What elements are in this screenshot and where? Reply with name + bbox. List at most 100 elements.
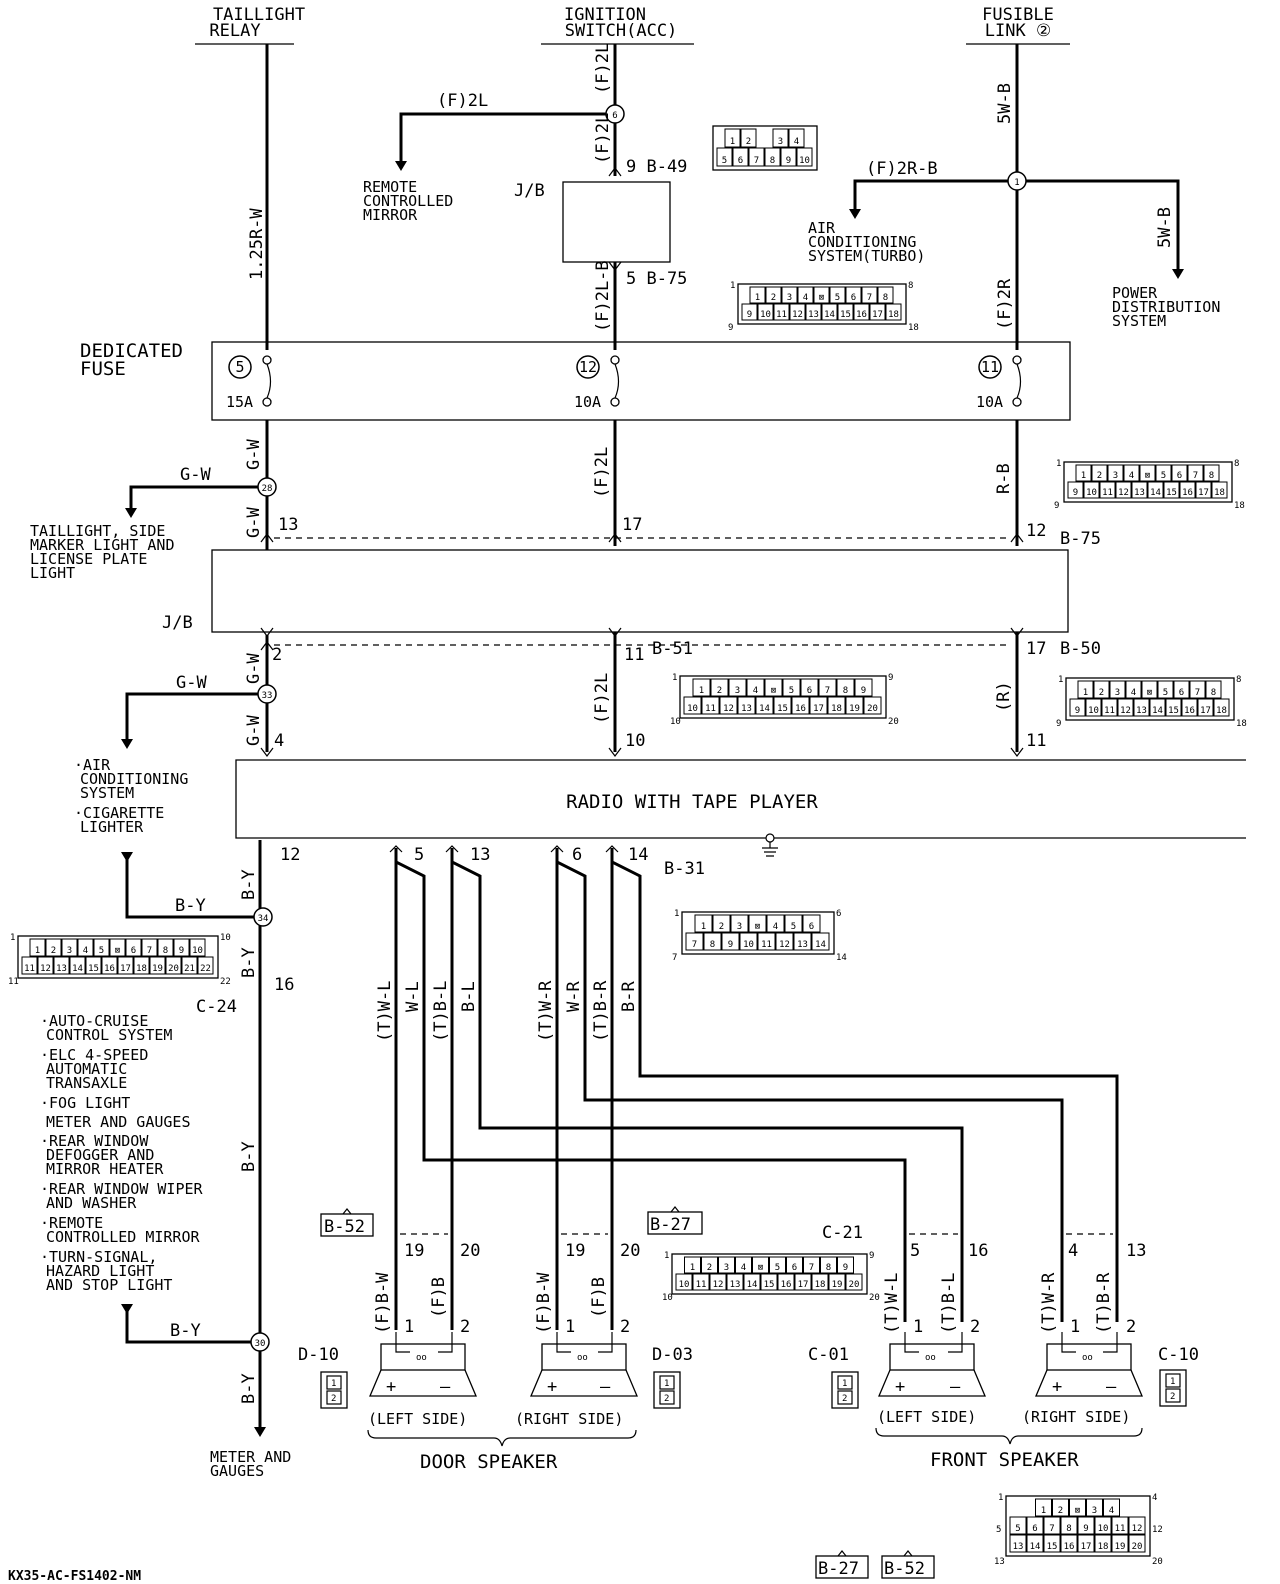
connector-pin-label: 10 <box>679 1280 690 1290</box>
connector-pin-label: 4 <box>83 946 88 956</box>
connector-pin-label: 10 <box>743 940 754 950</box>
connector-pin-label: 5 <box>722 156 727 166</box>
connector-pin <box>735 1256 752 1274</box>
svg-text:(T)B-L: (T)B-L <box>431 981 451 1042</box>
svg-text:LIGHTER: LIGHTER <box>80 818 144 836</box>
connector-pin <box>803 1256 820 1274</box>
connector-pin-label: 5 <box>775 1263 780 1273</box>
connector-body <box>681 911 835 955</box>
connector-pin-label: ⊠ <box>819 293 824 303</box>
connector-pin-label: 9 <box>1075 706 1080 716</box>
connector-pin <box>786 1256 803 1274</box>
connector-corner-label: 20 <box>869 1293 880 1303</box>
connector-pin-label: 4 <box>794 137 799 147</box>
source-label-line1: IGNITION <box>564 5 646 25</box>
wires <box>121 44 1184 1437</box>
connector-pin <box>752 1256 769 1274</box>
connector-body <box>17 935 219 979</box>
svg-text:MIRROR: MIRROR <box>363 206 418 224</box>
connector-pin <box>1147 481 1164 499</box>
svg-text:B-51: B-51 <box>652 639 693 659</box>
connector-pin <box>845 696 864 715</box>
connector-pin-label: 17 <box>1200 706 1211 716</box>
connector-body <box>737 283 907 325</box>
connector-pin-label: 2 <box>771 293 776 303</box>
connector-pin <box>797 286 814 304</box>
connector-pin <box>730 914 749 933</box>
svg-text:(F)2L: (F)2L <box>592 673 612 724</box>
connector-pin <box>724 128 741 148</box>
connector-pin <box>1203 464 1220 482</box>
connector-corner-label: 18 <box>1236 719 1247 729</box>
connector-body <box>1065 677 1235 721</box>
svg-text:(T)W-R: (T)W-R <box>536 980 556 1042</box>
connector-pin <box>1125 680 1142 699</box>
connector-corner-label: 1 <box>1058 675 1063 685</box>
connector-pin <box>684 1256 701 1274</box>
connector-pin <box>675 1273 693 1291</box>
svg-text:·REMOTE: ·REMOTE <box>40 1214 103 1232</box>
connector-pin-label: 17 <box>1081 1542 1092 1552</box>
svg-text:·AIR: ·AIR <box>74 756 111 774</box>
connector-pin-label: 11 <box>776 310 787 320</box>
connector-pin <box>1195 481 1212 499</box>
svg-text:B-Y: B-Y <box>239 1141 259 1172</box>
connector-pin <box>1189 680 1206 699</box>
connector-pin-label: ⊠ <box>758 1263 763 1273</box>
connector-pin-label: 4 <box>753 686 758 696</box>
connector-pin <box>165 956 182 975</box>
connector-pin-label: 8 <box>843 686 848 696</box>
connector-pin-label: 3 <box>1115 688 1120 698</box>
connector-pin <box>869 303 886 321</box>
connector-pin <box>1117 698 1134 717</box>
connector-pin-label: 8 <box>1066 1524 1071 1534</box>
svg-text:(R): (R) <box>994 681 1014 712</box>
svg-text:(T)W-R: (T)W-R <box>1039 1272 1059 1334</box>
svg-text:—: — <box>1106 1377 1117 1397</box>
connector-pin <box>701 696 720 715</box>
connector-pin <box>29 938 46 957</box>
dest-remote-mirror: REMOTE CONTROLLED MIRROR <box>363 178 453 224</box>
svg-text:1: 1 <box>331 1379 336 1389</box>
svg-text:5: 5 <box>910 1241 920 1261</box>
svg-text:13: 13 <box>278 515 298 535</box>
connector-pin-label: 15 <box>1166 488 1177 498</box>
connector-pin-label: 14 <box>759 704 770 714</box>
connector-pin-label: 9 <box>728 940 733 950</box>
connector-pin-label: 9 <box>1083 1524 1088 1534</box>
connector-pin-label: 17 <box>120 964 131 974</box>
connector-pin <box>818 678 837 697</box>
connector-pin-label: 14 <box>815 940 826 950</box>
connector-pin <box>737 696 756 715</box>
svg-text:6: 6 <box>572 845 582 865</box>
connector-pin-label: 4 <box>803 293 808 303</box>
connector-corner-label: 9 <box>1054 501 1059 511</box>
connector-pin-label: 6 <box>851 293 856 303</box>
connector-pin <box>845 1273 863 1291</box>
connector-pin <box>133 956 150 975</box>
connector-pin-label: 9 <box>179 946 184 956</box>
connector-pin <box>811 932 830 951</box>
svg-text:2: 2 <box>331 1394 336 1404</box>
connector-pin-label: 15 <box>840 310 851 320</box>
svg-text:AND WASHER: AND WASHER <box>46 1194 137 1212</box>
connector-pin-label: 2 <box>746 137 751 147</box>
connector-pin <box>1163 481 1180 499</box>
connector-pin <box>718 1256 735 1274</box>
svg-text:2: 2 <box>970 1317 980 1337</box>
svg-text:·REAR WINDOW: ·REAR WINDOW <box>40 1132 149 1150</box>
svg-text:10A: 10A <box>976 393 1003 411</box>
connector-pin-label: 12 <box>1118 488 1129 498</box>
connector-pin-label: 1 <box>730 137 735 147</box>
svg-text:G-W: G-W <box>244 507 264 538</box>
connector-pin <box>61 938 78 957</box>
connector-pin-label: 6 <box>809 922 814 932</box>
svg-text:(T)B-R: (T)B-R <box>1094 1272 1114 1334</box>
svg-text:1: 1 <box>842 1379 847 1389</box>
connector-pin <box>1067 481 1084 499</box>
connector-pin <box>1109 680 1126 699</box>
connector-pin <box>877 286 894 304</box>
svg-text:B-Y: B-Y <box>175 896 206 916</box>
conn-c01: 12 <box>831 1371 859 1409</box>
